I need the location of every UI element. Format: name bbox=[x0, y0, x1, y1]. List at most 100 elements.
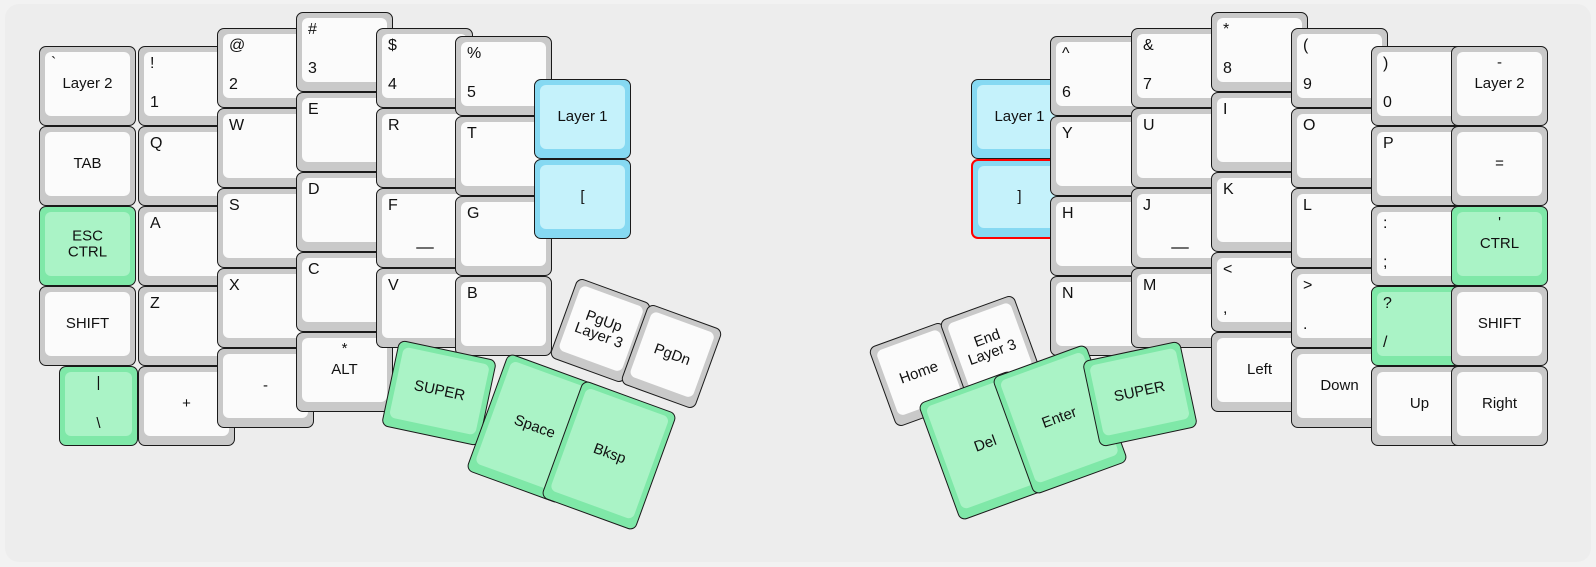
left-middle-column-key-4[interactable]: C bbox=[296, 252, 393, 332]
key-legend-top-left: Z bbox=[150, 295, 160, 312]
key-legend-top-left: I bbox=[1223, 101, 1228, 118]
right-pinky-outer-column-key-5[interactable]: Right bbox=[1451, 366, 1548, 446]
keycap-surface: ] bbox=[978, 166, 1061, 228]
right-pinky-outer-column-key-1[interactable]: -Layer 2 bbox=[1451, 46, 1548, 126]
key-legend-bottom-center: \ bbox=[96, 415, 101, 433]
key-legend-top-left: D bbox=[308, 181, 320, 198]
keycap-surface: Left bbox=[1217, 338, 1302, 402]
left-pinky-outer-column-key-1[interactable]: `Layer 2 bbox=[39, 46, 136, 126]
keycap-surface: W bbox=[223, 114, 308, 178]
keycap-surface: B bbox=[461, 282, 546, 346]
key-legend-center: Left bbox=[1246, 361, 1273, 379]
right-index-inner-column-key-3[interactable]: H bbox=[1050, 196, 1147, 276]
keycap-surface: *8 bbox=[1217, 18, 1302, 82]
keycap-surface: J bbox=[1137, 194, 1222, 258]
key-legend-top-left: F bbox=[388, 197, 398, 214]
left-index-inner-column-key-4[interactable]: B bbox=[455, 276, 552, 356]
keycap-surface: Q bbox=[144, 132, 229, 196]
left-inner-column-key-2[interactable]: [ bbox=[534, 159, 631, 239]
key-legend-bottom-left: 5 bbox=[467, 84, 476, 102]
key-legend-bottom-left: 3 bbox=[308, 60, 317, 78]
keycap-surface: I bbox=[1217, 98, 1302, 162]
key-legend-top-center: | bbox=[96, 374, 101, 391]
key-legend-center: + bbox=[182, 395, 191, 413]
key-legend-center: SHIFT bbox=[1477, 315, 1522, 333]
right-index-inner-column-key-1[interactable]: ^6 bbox=[1050, 36, 1147, 116]
keycap-surface: U bbox=[1137, 114, 1222, 178]
right-thumb-super-key[interactable]: SUPER bbox=[1081, 340, 1199, 448]
keycap-surface: C bbox=[302, 258, 387, 322]
keycap-surface: = bbox=[1457, 132, 1542, 196]
key-legend-center: TAB bbox=[73, 155, 102, 173]
key-legend-bottom-left: 1 bbox=[150, 94, 159, 112]
keycap-surface: TAB bbox=[45, 132, 130, 196]
key-legend-center: SUPER bbox=[412, 376, 467, 405]
right-pinky-column-key-3[interactable]: :; bbox=[1371, 206, 1468, 286]
key-legend-center: Layer 1 bbox=[557, 108, 608, 126]
left-inner-column-key-1[interactable]: Layer 1 bbox=[534, 79, 631, 159]
left-pinky-outer-column-key-2[interactable]: TAB bbox=[39, 126, 136, 206]
key-legend-bottom-left: ; bbox=[1383, 254, 1388, 272]
keycap-surface: D bbox=[302, 178, 387, 242]
right-inner-column-key-2[interactable]: ] bbox=[971, 159, 1068, 239]
key-legend-bottom-left: , bbox=[1223, 300, 1228, 318]
keycap-surface: Layer 1 bbox=[977, 85, 1062, 149]
right-pinky-outer-column-key-3[interactable]: 'CTRL bbox=[1451, 206, 1548, 286]
key-legend-top-left: ` bbox=[51, 55, 57, 72]
right-pinky-column-key-4[interactable]: ?/ bbox=[1371, 286, 1468, 366]
keycap-surface: T bbox=[461, 122, 546, 186]
keycap-surface: (9 bbox=[1297, 34, 1382, 98]
key-legend-top-left: A bbox=[150, 215, 161, 232]
right-pinky-column-key-1[interactable]: )0 bbox=[1371, 46, 1468, 126]
keycap-surface: $4 bbox=[382, 34, 467, 98]
left-middle-column-key-5[interactable]: *ALT bbox=[296, 332, 393, 412]
keycap-surface: Layer 1 bbox=[540, 85, 625, 149]
right-pinky-outer-column-key-2[interactable]: = bbox=[1451, 126, 1548, 206]
left-index-inner-column-key-1[interactable]: %5 bbox=[455, 36, 552, 116]
key-legend-center: Layer 1 bbox=[994, 108, 1045, 126]
key-legend-top-left: V bbox=[388, 277, 399, 294]
key-legend-center: = bbox=[1495, 155, 1504, 173]
key-legend-top-left: ! bbox=[150, 55, 155, 72]
key-legend-bottom-left: 0 bbox=[1383, 94, 1392, 112]
keycap-surface: 'CTRL bbox=[1457, 212, 1542, 276]
keycap-surface: ?/ bbox=[1377, 292, 1462, 356]
key-legend-center: Down bbox=[1320, 377, 1359, 395]
keycap-surface: Y bbox=[1056, 122, 1141, 186]
keycap-surface: F bbox=[382, 194, 467, 258]
key-legend-top-left: ^ bbox=[1062, 45, 1070, 62]
right-pinky-outer-column-key-4[interactable]: SHIFT bbox=[1451, 286, 1548, 366]
keycap-surface: K bbox=[1217, 178, 1302, 242]
right-index-inner-column-key-4[interactable]: N bbox=[1050, 276, 1147, 356]
keycap-surface: P bbox=[1377, 132, 1462, 196]
key-legend-center: [ bbox=[580, 188, 585, 206]
keycap-surface: *ALT bbox=[302, 338, 387, 402]
keycap-surface: %5 bbox=[461, 42, 546, 106]
key-legend-center: Up bbox=[1409, 395, 1430, 413]
keycap-surface: Z bbox=[144, 292, 229, 356]
left-pipe-backslash-key[interactable]: |\ bbox=[59, 366, 138, 446]
key-legend-center: - bbox=[263, 377, 268, 395]
left-pinky-outer-column-key-4[interactable]: SHIFT bbox=[39, 286, 136, 366]
key-legend-center: Home bbox=[896, 357, 941, 388]
keycap-surface: &7 bbox=[1137, 34, 1222, 98]
key-legend-top-left: N bbox=[1062, 285, 1074, 302]
key-legend-bottom-left: 7 bbox=[1143, 76, 1152, 94]
right-index-inner-column-key-2[interactable]: Y bbox=[1050, 116, 1147, 196]
left-ring-column-key-2[interactable]: W bbox=[217, 108, 314, 188]
key-legend-top-left: W bbox=[229, 117, 245, 134]
keycap-surface: Right bbox=[1457, 372, 1542, 436]
key-legend-top-left: ( bbox=[1303, 37, 1309, 54]
key-legend-bottom-left: 8 bbox=[1223, 60, 1232, 78]
keycap-surface: Down bbox=[1297, 354, 1382, 418]
key-legend-top-left: C bbox=[308, 261, 320, 278]
key-legend-top-left: Q bbox=[150, 135, 163, 152]
keycap-surface: -Layer 2 bbox=[1457, 52, 1542, 116]
keycap-surface: A bbox=[144, 212, 229, 276]
key-legend-top-left: ) bbox=[1383, 55, 1389, 72]
keycap-surface: @2 bbox=[223, 34, 308, 98]
